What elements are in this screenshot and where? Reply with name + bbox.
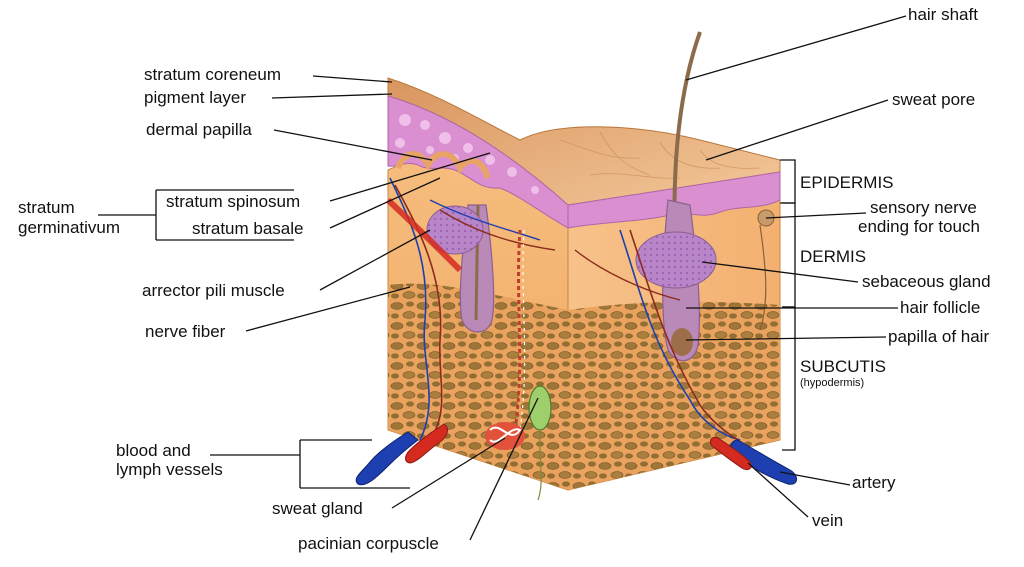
leader-lines <box>98 15 907 541</box>
label-nerve-fiber: nerve fiber <box>145 322 226 341</box>
label-subcutis: SUBCUTIS <box>800 357 886 376</box>
epidermis-cells <box>395 114 539 194</box>
sebaceous-gland-front <box>426 205 484 255</box>
vessels-front <box>385 177 556 441</box>
label-papilla-of-hair: papilla of hair <box>888 327 989 346</box>
label-blood-lymph-line2: lymph vessels <box>116 460 223 479</box>
labels: hair shaft sweat pore stratum coreneum p… <box>18 5 991 553</box>
label-hypodermis: (hypodermis) <box>800 377 864 389</box>
label-vein: vein <box>812 511 843 530</box>
label-sweat-gland: sweat gland <box>272 499 363 518</box>
label-arrector-pili-muscle: arrector pili muscle <box>142 281 285 300</box>
sweat-gland-coil <box>485 422 525 450</box>
sebaceous-gland-side <box>635 231 717 289</box>
label-sensory-nerve-line1: sensory nerve <box>870 198 977 217</box>
label-stratum-germinativum-line1: stratum <box>18 198 75 217</box>
label-stratum-germinativum-line2: germinativum <box>18 218 120 237</box>
label-artery: artery <box>852 473 896 492</box>
papilla-of-hair-bulb <box>671 328 693 356</box>
label-hair-follicle: hair follicle <box>900 298 980 317</box>
label-sweat-pore: sweat pore <box>892 90 975 109</box>
label-dermal-papilla: dermal papilla <box>146 120 252 139</box>
label-hair-shaft: hair shaft <box>908 5 978 24</box>
dermal-papilla-bumps <box>395 151 491 180</box>
artery-front <box>405 423 448 464</box>
label-epidermis: EPIDERMIS <box>800 173 894 192</box>
label-pacinian-corpuscle: pacinian corpuscle <box>298 534 439 553</box>
pacinian-corpuscle <box>528 385 552 431</box>
artery-side <box>709 437 752 471</box>
vein-front <box>355 431 419 486</box>
label-stratum-coreneum: stratum coreneum <box>144 65 281 84</box>
label-sebaceous-gland: sebaceous gland <box>862 272 991 291</box>
label-stratum-basale: stratum basale <box>192 219 304 238</box>
skin-block-illustration <box>355 31 797 501</box>
label-blood-lymph-line1: blood and <box>116 441 191 460</box>
side-fat-layer <box>568 301 780 490</box>
label-stratum-spinosum: stratum spinosum <box>166 192 300 211</box>
skin-surface-texture <box>559 131 761 179</box>
label-sensory-nerve-line2: ending for touch <box>858 217 980 236</box>
label-pigment-layer: pigment layer <box>144 88 246 107</box>
label-dermis: DERMIS <box>800 247 866 266</box>
vessels-side <box>574 224 767 446</box>
